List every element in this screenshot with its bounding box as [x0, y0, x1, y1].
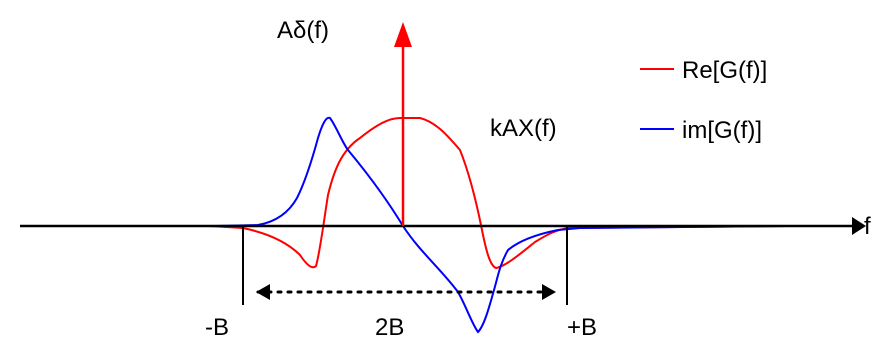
legend-real-label: Re[G(f)] [682, 57, 767, 84]
bandwidth-label: 2B [375, 314, 404, 340]
bandwidth-arrow-right-head [542, 284, 556, 300]
legend-imag-label: im[G(f)] [682, 117, 762, 144]
frequency-axis-label: f [864, 213, 871, 240]
plus-b-label: +B [567, 314, 597, 340]
legend: Re[G(f)] im[G(f)] [640, 57, 767, 144]
impulse-label: Aδ(f) [277, 17, 329, 44]
real-part-curve [20, 117, 788, 270]
impulse-arrowhead [394, 22, 412, 47]
minus-b-label: -B [205, 314, 229, 340]
envelope-label: kAX(f) [490, 115, 557, 142]
frequency-axis-arrowhead [852, 217, 866, 235]
bandwidth-arrow-left-head [256, 284, 270, 300]
